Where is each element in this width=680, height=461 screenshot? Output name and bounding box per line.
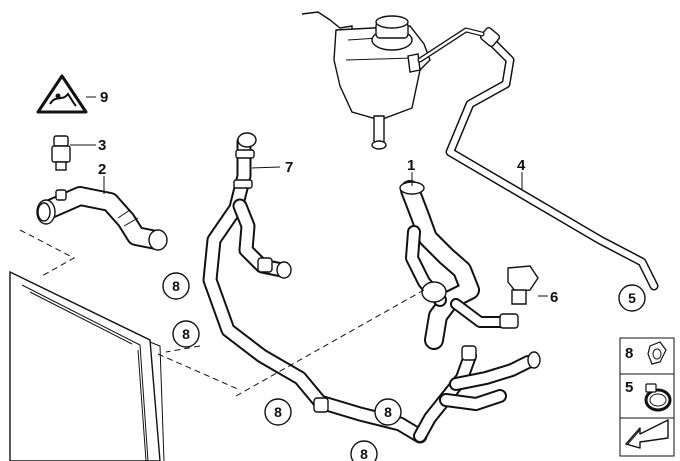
legend-number-8: 8 — [625, 345, 633, 362]
expansion-tank — [301, 11, 431, 150]
part-label-1: 1 — [407, 157, 415, 174]
part-label-9: 9 — [100, 89, 108, 106]
legend-row-8: 8 — [625, 341, 667, 365]
hose-clamp-small-icon — [647, 341, 667, 365]
legend-row-5: 5 — [625, 379, 672, 412]
sensor-part-3 — [51, 135, 71, 171]
callout-8-d-label: 8 — [384, 404, 392, 420]
part-label-4: 4 — [517, 157, 526, 174]
callout-8-b: 8 — [172, 320, 200, 348]
hose-7 — [202, 132, 428, 444]
hose-1 — [399, 180, 519, 350]
hose-clamp-band-icon — [644, 383, 672, 412]
callout-8-b-label: 8 — [182, 326, 190, 342]
callout-8-a: 8 — [162, 272, 190, 300]
callout-8-a-label: 8 — [172, 278, 180, 294]
callout-8-e: 8 — [350, 440, 378, 461]
callout-8-c: 8 — [264, 398, 292, 426]
callout-5: 5 — [618, 284, 646, 312]
legend-number-5: 5 — [625, 379, 633, 396]
legend-panel: 8 5 — [619, 337, 675, 457]
hose-lower-right — [413, 345, 541, 443]
callout-5-label: 5 — [628, 290, 636, 306]
part-label-6: 6 — [550, 289, 558, 306]
radiator — [9, 270, 165, 461]
part-label-3: 3 — [98, 137, 106, 154]
callout-8-c-label: 8 — [274, 404, 282, 420]
part-label-2: 2 — [98, 161, 106, 178]
callout-8-e-label: 8 — [360, 446, 368, 461]
part-labels: 9 3 2 7 1 4 6 — [98, 89, 558, 306]
part-label-7: 7 — [285, 159, 293, 176]
warning-triangle-icon — [36, 74, 88, 114]
leader-lines — [70, 96, 548, 297]
hose-2 — [36, 186, 168, 251]
navigation-arrow-icon — [625, 419, 669, 449]
callout-8-d: 8 — [374, 398, 402, 426]
hose-4 — [417, 27, 659, 291]
clip-part-6 — [507, 265, 539, 305]
